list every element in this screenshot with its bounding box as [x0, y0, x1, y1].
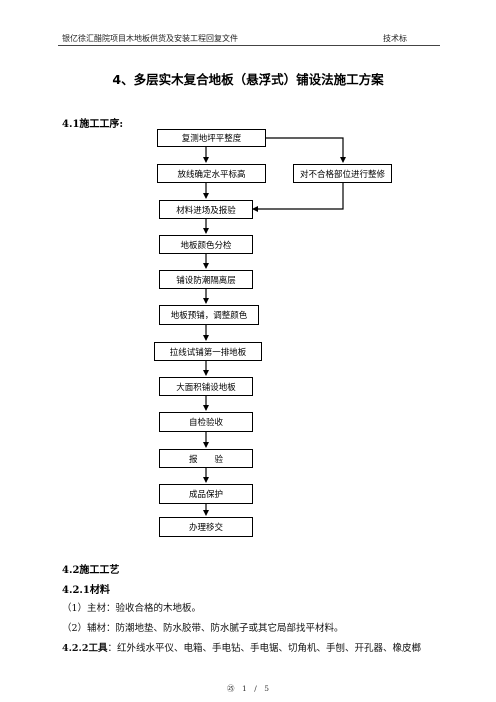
flow-step-pre-lay: 地板预铺，调整颜色: [159, 305, 259, 325]
flow-step-handover: 办理移交: [159, 517, 253, 537]
flow-step-product-protection: 成品保护: [159, 484, 253, 504]
tools-text: ：红外线水平仪、电箱、手电钻、手电锯、切角机、手刨、开孔器、橡皮榔: [107, 643, 421, 654]
flow-step-report: 报 验: [159, 449, 253, 468]
flow-step-self-check: 自检验收: [159, 412, 253, 432]
tools-heading: 4.2.2工具: [62, 643, 108, 654]
flow-step-bulk-laying: 大面积铺设地板: [159, 377, 253, 396]
flow-step-moisture-barrier: 铺设防潮隔离层: [159, 270, 253, 289]
page-number: ㉕ 1 / 5: [226, 684, 270, 693]
header-document-name: 银亿徐汇醋院项目木地板供货及安装工程回复文件: [62, 34, 238, 43]
header-divider: [58, 45, 440, 46]
flow-step-first-row: 拉线试铺第一排地板: [154, 342, 262, 361]
tools-paragraph: 4.2.2工具：红外线水平仪、电箱、手电钻、手电锯、切角机、手刨、开孔器、橡皮榔: [62, 640, 421, 654]
flow-step-set-level: 放线确定水平标高: [157, 164, 266, 183]
flow-step-color-sorting: 地板颜色分检: [159, 235, 253, 254]
page-title: 4、多层实木复合地板（悬浮式）铺设法施工方案: [112, 72, 384, 87]
materials-item-2: （2）辅材：防潮地垫、防水胶带、防水腻子或其它局部找平材料。: [62, 623, 344, 634]
section-4-2-heading: 4.2施工工艺: [62, 565, 120, 576]
materials-item-1: （1）主材：验收合格的木地板。: [62, 603, 202, 614]
header-category: 技术标: [383, 34, 407, 43]
flow-step-repair-nonconforming: 对不合格部位进行整修: [293, 164, 392, 183]
section-4-1-heading: 4.1施工工序:: [62, 119, 124, 130]
flow-step-material-inspection: 材料进场及报验: [159, 200, 253, 219]
section-4-2-1-heading: 4.2.1材料: [62, 585, 110, 596]
flow-step-survey-floor-flatness: 复测地坪平整度: [157, 129, 266, 147]
